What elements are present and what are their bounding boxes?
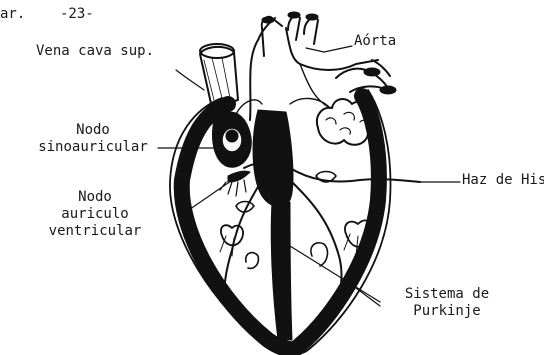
av-node-fibers <box>220 180 246 196</box>
label-haz-de-his: Haz de His <box>462 172 544 189</box>
label-vena-cava: Vena cava sup. <box>36 43 154 60</box>
label-line: Nodo <box>30 122 156 139</box>
page-prefix: ar. <box>0 6 25 23</box>
purkinje-loop <box>311 243 328 266</box>
sinoatrial-node <box>226 130 238 142</box>
right-bundle-branch <box>224 180 262 304</box>
label-line: auriculo <box>32 206 158 223</box>
label-line: ventricular <box>32 223 158 240</box>
label-line: Nodo <box>32 189 158 206</box>
label-line: sinoauricular <box>30 139 156 156</box>
left-bundle-branch <box>290 180 342 312</box>
label-sistema-purkinje: Sistema de Purkinje <box>388 286 506 320</box>
leader-aorta <box>306 46 352 52</box>
leader-vena-cava <box>176 70 204 90</box>
label-aorta: Aórta <box>354 33 396 50</box>
central-trunk <box>253 110 293 206</box>
label-line: Purkinje <box>388 303 506 320</box>
papillary-muscle-left <box>221 225 243 245</box>
page-number: -23- <box>60 6 94 23</box>
label-nodo-auriculoventricular: Nodo auriculo ventricular <box>32 189 158 240</box>
interventricular-septum <box>271 202 292 340</box>
purkinje-loop-2 <box>246 253 259 269</box>
label-line: Sistema de <box>388 286 506 303</box>
label-nodo-sinoauricular: Nodo sinoauricular <box>30 122 156 156</box>
leader-purkinje-2 <box>356 288 380 306</box>
